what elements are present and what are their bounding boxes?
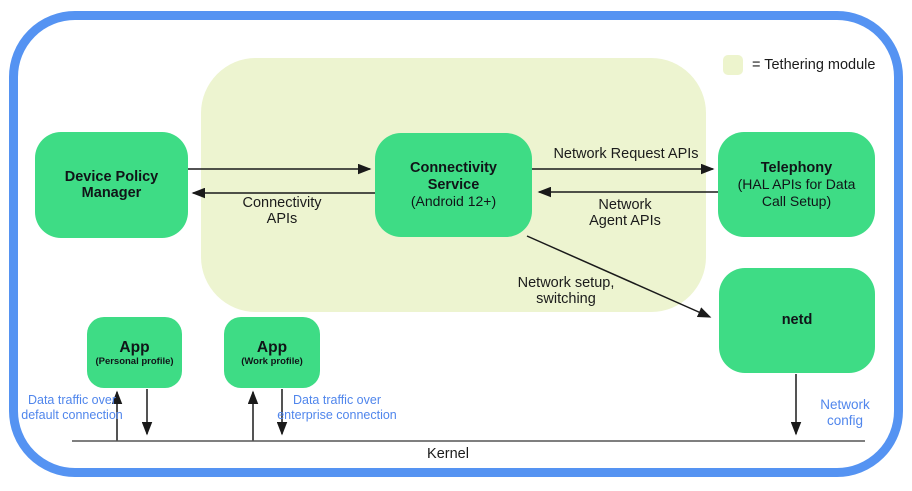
node-title: Device Policy Manager [64, 168, 159, 202]
legend-label: = Tethering module [752, 57, 876, 73]
node-device-policy-manager: Device Policy Manager [35, 132, 188, 238]
node-subtitle: (Personal profile) [95, 355, 174, 367]
kernel-label: Kernel [427, 446, 469, 462]
annotation-data-traffic-default: Data traffic over default connection [21, 393, 123, 422]
diagram-outer-border [9, 11, 903, 477]
annotation-data-traffic-enterprise: Data traffic over enterprise connection [277, 393, 397, 422]
edge-label-network-agent-apis: Network Agent APIs [589, 197, 661, 229]
node-connectivity-service: Connectivity Service (Android 12+) [375, 133, 532, 237]
edge-label-network-request-apis: Network Request APIs [553, 146, 699, 162]
node-telephony: Telephony (HAL APIs for Data Call Setup) [718, 132, 875, 237]
edge-label-connectivity-apis: Connectivity APIs [242, 195, 322, 227]
node-title: Telephony [760, 159, 833, 176]
node-app-work: App (Work profile) [224, 317, 320, 388]
node-subtitle: (HAL APIs for Data Call Setup) [737, 176, 856, 209]
node-subtitle: (Work profile) [241, 355, 303, 367]
node-title: Connectivity Service [409, 160, 497, 193]
node-title: netd [781, 312, 813, 329]
tethering-module-swatch [723, 55, 743, 75]
node-title: App [119, 338, 150, 356]
node-netd: netd [719, 268, 875, 373]
node-app-personal: App (Personal profile) [87, 317, 182, 388]
annotation-network-config: Network config [820, 397, 870, 428]
edge-label-network-setup-switching: Network setup, switching [517, 275, 615, 307]
node-subtitle: (Android 12+) [410, 193, 497, 210]
legend: = Tethering module [723, 55, 875, 75]
arrow-connectivity-to-netd [526, 235, 712, 318]
node-title: App [256, 338, 288, 356]
